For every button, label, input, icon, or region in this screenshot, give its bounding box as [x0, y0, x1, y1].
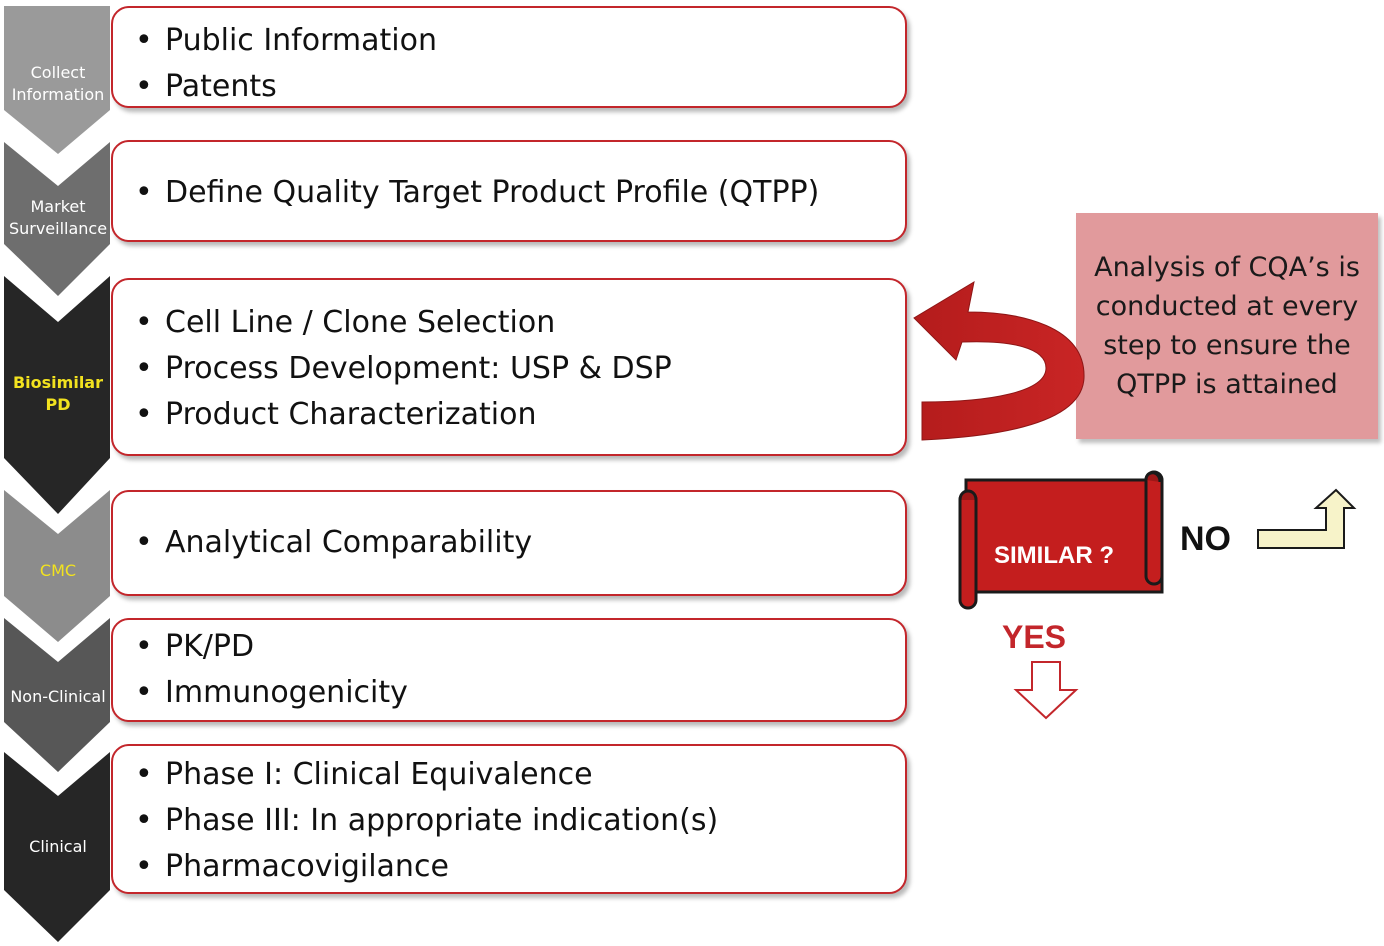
no-elbow-arrow	[1257, 488, 1357, 549]
stage-item: Analytical Comparability	[135, 520, 905, 566]
stage-chevron-market	[4, 142, 110, 296]
stage-box-biosimilar: Cell Line / Clone Selection Process Deve…	[111, 278, 907, 456]
cqa-note-box: Analysis of CQA’s is conducted at every …	[1076, 213, 1378, 439]
stage-item: Product Characterization	[135, 392, 905, 438]
stage-chevron-clinical	[4, 752, 110, 942]
stage-item: Phase I: Clinical Equivalence	[135, 752, 905, 798]
stage-item: Cell Line / Clone Selection	[135, 300, 905, 346]
stage-chevron-nonclinical	[4, 618, 110, 772]
stage-box-clinical: Phase I: Clinical Equivalence Phase III:…	[111, 744, 907, 894]
stage-label-biosimilar: Biosimilar PD	[12, 373, 103, 414]
no-label: NO	[1180, 520, 1231, 558]
stage-item: Public Information	[135, 18, 905, 64]
similar-scroll: SIMILAR ?	[958, 470, 1164, 610]
stage-box-market: Define Quality Target Product Profile (Q…	[111, 140, 907, 242]
stage-label-clinical: Clinical	[29, 837, 87, 856]
yes-label: YES	[1002, 619, 1066, 655]
stage-box-nonclinical: PK/PD Immunogenicity	[111, 618, 907, 722]
stage-item: Phase III: In appropriate indication(s)	[135, 798, 905, 844]
stage-item: Patents	[135, 64, 905, 110]
stage-chevron-biosimilar	[4, 276, 110, 514]
stage-label-collect: Collect Information	[11, 63, 105, 104]
stage-box-collect: Public Information Patents	[111, 6, 907, 110]
stage-item: Immunogenicity	[135, 670, 905, 716]
yes-down-arrow	[1013, 661, 1079, 720]
stage-label-market: Market Surveillance	[8, 197, 108, 238]
cqa-note-text: Analysis of CQA’s is conducted at every …	[1094, 252, 1360, 400]
stage-label-cmc: CMC	[39, 561, 77, 580]
stage-box-cmc: Analytical Comparability	[111, 490, 907, 596]
stage-label-nonclinical: Non-Clinical	[10, 687, 106, 706]
curved-return-arrow	[913, 280, 1085, 441]
stage-item: Process Development: USP & DSP	[135, 346, 905, 392]
stage-chevron-collect	[4, 6, 110, 154]
stage-chevron-column	[4, 6, 110, 942]
similar-label: SIMILAR ?	[994, 542, 1114, 569]
stage-item: PK/PD	[135, 624, 905, 670]
stage-chevron-cmc	[4, 490, 110, 642]
stage-item: Define Quality Target Product Profile (Q…	[135, 170, 905, 216]
stage-item: Pharmacovigilance	[135, 844, 905, 890]
